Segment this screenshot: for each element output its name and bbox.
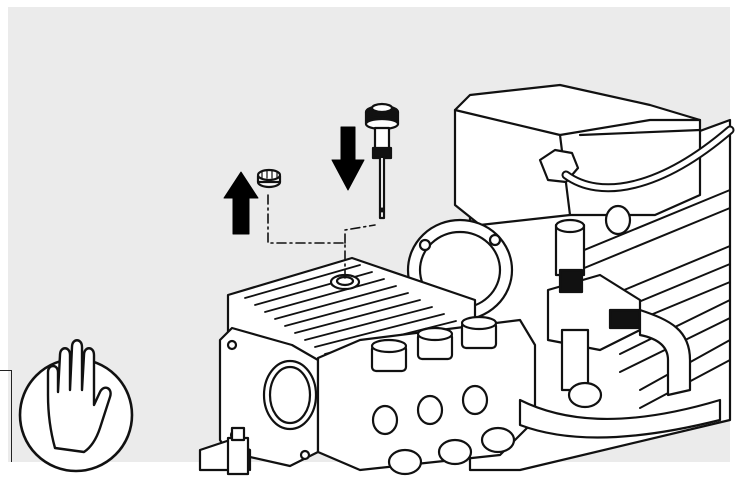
frame-line-top — [0, 370, 12, 371]
dipstick-icon — [364, 102, 400, 220]
frame-line-side — [11, 370, 12, 462]
alignment-lines — [267, 194, 376, 279]
stop-hand-icon — [18, 339, 134, 473]
arrow-up-icon — [223, 171, 259, 235]
inlet-fitting — [226, 426, 250, 476]
arrow-down-icon — [331, 126, 365, 191]
pump-icon — [198, 256, 537, 476]
unloader-valve — [518, 218, 722, 439]
oil-cap-icon — [256, 168, 282, 189]
